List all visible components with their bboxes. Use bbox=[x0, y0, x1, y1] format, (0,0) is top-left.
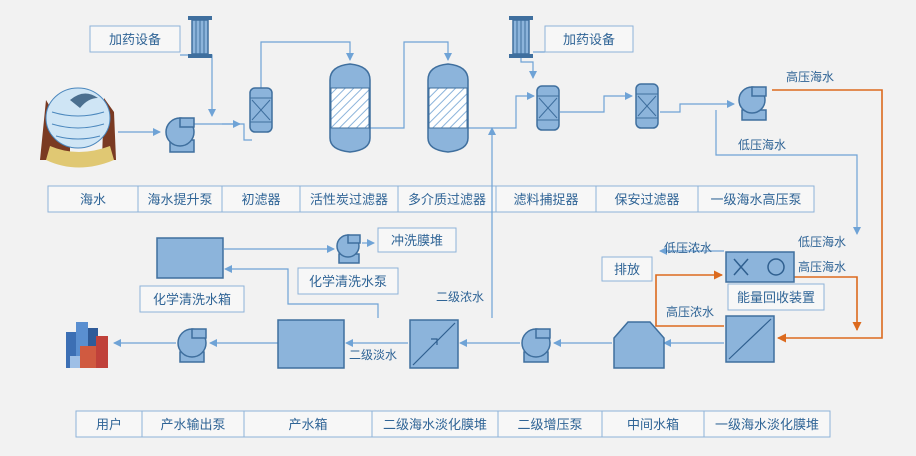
hp-pump-icon bbox=[738, 86, 767, 121]
label-activated-carbon-filter: 活性炭过滤器 bbox=[299, 185, 399, 213]
dosing-unit-2-label: 加药设备 bbox=[544, 25, 634, 53]
label-multimedia-filter: 多介质过滤器 bbox=[397, 185, 497, 213]
seawater-icon bbox=[40, 87, 116, 168]
svg-text:加药设备: 加药设备 bbox=[109, 32, 161, 48]
svg-text:海水: 海水 bbox=[80, 193, 106, 208]
label-stage2-booster: 二级增压泵 bbox=[497, 410, 603, 438]
top-label-row: 海水 海水提升泵 初滤器 活性炭过滤器 多介质过滤器 滤料捕捉器 保安过滤器 一… bbox=[47, 185, 815, 213]
security-filter-icon bbox=[635, 83, 659, 129]
lp-seawater-label: 低压海水 bbox=[738, 137, 786, 152]
chem-cleaning-pump-icon bbox=[336, 234, 361, 264]
svg-text:海水提升泵: 海水提升泵 bbox=[147, 192, 212, 208]
intermediate-tank-icon bbox=[613, 321, 665, 369]
svg-text:二级海水淡化膜堆: 二级海水淡化膜堆 bbox=[383, 418, 487, 433]
product-tank-icon bbox=[277, 319, 345, 369]
dosing-unit-1-label: 加药设备 bbox=[89, 25, 181, 53]
svg-text:能量回收装置: 能量回收装置 bbox=[737, 291, 815, 306]
svg-text:二级浓水: 二级浓水 bbox=[436, 290, 484, 304]
seawater-lift-pump-icon bbox=[165, 117, 195, 153]
prefilter-icon bbox=[249, 87, 273, 133]
flush-stack-label: 冲洗膜堆 bbox=[377, 227, 457, 253]
product-output-pump-icon bbox=[177, 328, 207, 363]
lp-brine-label: 低压浓水 bbox=[664, 241, 712, 255]
label-seawater-lift-pump: 海水提升泵 bbox=[137, 185, 223, 213]
chem-cleaning-tank-label: 化学清洗水箱 bbox=[139, 285, 245, 313]
svg-text:产水输出泵: 产水输出泵 bbox=[160, 417, 225, 433]
dosing-unit-2-icon bbox=[509, 16, 533, 58]
label-user: 用户 bbox=[75, 410, 143, 438]
label-seawater: 海水 bbox=[47, 185, 139, 213]
svg-text:高压海水: 高压海水 bbox=[786, 69, 834, 84]
hp-seawater-2-label: 高压海水 bbox=[798, 259, 846, 274]
energy-recovery-icon bbox=[725, 251, 795, 283]
svg-text:产水箱: 产水箱 bbox=[288, 417, 327, 433]
stage2-fresh-label: 二级淡水 bbox=[349, 348, 397, 362]
label-stage1-membrane: 一级海水淡化膜堆 bbox=[703, 410, 831, 438]
svg-text:高压浓水: 高压浓水 bbox=[666, 304, 714, 319]
svg-text:冲洗膜堆: 冲洗膜堆 bbox=[391, 234, 443, 249]
svg-text:低压海水: 低压海水 bbox=[738, 137, 786, 152]
activated-carbon-filter-icon bbox=[329, 63, 371, 153]
bottom-label-row: 用户 产水输出泵 产水箱 二级海水淡化膜堆 二级增压泵 中间水箱 一级海水淡化膜… bbox=[75, 410, 831, 438]
svg-text:低压浓水: 低压浓水 bbox=[664, 241, 712, 255]
label-intermediate-tank: 中间水箱 bbox=[601, 410, 705, 438]
svg-text:低压海水: 低压海水 bbox=[798, 234, 846, 249]
svg-text:加药设备: 加药设备 bbox=[563, 32, 615, 48]
hp-seawater-label: 高压海水 bbox=[786, 69, 834, 84]
label-security-filter: 保安过滤器 bbox=[595, 185, 699, 213]
label-product-tank: 产水箱 bbox=[243, 410, 373, 438]
stage2-brine-label: 二级浓水 bbox=[436, 290, 484, 304]
label-media-trap: 滤料捕捉器 bbox=[495, 185, 597, 213]
multimedia-filter-icon bbox=[427, 63, 469, 153]
stage1-membrane-icon bbox=[725, 315, 775, 363]
user-city-icon bbox=[66, 322, 108, 368]
svg-text:二级淡水: 二级淡水 bbox=[349, 348, 397, 362]
label-prefilter: 初滤器 bbox=[221, 185, 301, 213]
hp-brine-label: 高压浓水 bbox=[666, 304, 714, 319]
svg-text:排放: 排放 bbox=[614, 263, 640, 278]
discharge-label: 排放 bbox=[601, 256, 653, 282]
label-product-output-pump: 产水输出泵 bbox=[141, 410, 245, 438]
svg-text:一级海水高压泵: 一级海水高压泵 bbox=[710, 192, 801, 208]
chem-cleaning-tank-icon bbox=[156, 237, 224, 279]
svg-text:初滤器: 初滤器 bbox=[241, 193, 280, 208]
svg-text:一级海水淡化膜堆: 一级海水淡化膜堆 bbox=[715, 418, 819, 433]
label-hp-pump: 一级海水高压泵 bbox=[697, 185, 815, 213]
svg-text:滤料捕捉器: 滤料捕捉器 bbox=[513, 192, 578, 208]
energy-recovery-label: 能量回收装置 bbox=[727, 283, 825, 311]
svg-text:化学清洗水箱: 化学清洗水箱 bbox=[153, 292, 231, 308]
stage2-membrane-icon bbox=[409, 319, 459, 369]
lp-seawater-2-label: 低压海水 bbox=[798, 234, 846, 249]
svg-text:多介质过滤器: 多介质过滤器 bbox=[408, 192, 486, 208]
svg-text:化学清洗水泵: 化学清洗水泵 bbox=[309, 274, 387, 290]
svg-text:中间水箱: 中间水箱 bbox=[627, 417, 679, 433]
svg-text:高压海水: 高压海水 bbox=[798, 259, 846, 274]
svg-text:活性炭过滤器: 活性炭过滤器 bbox=[310, 193, 388, 208]
label-stage2-membrane: 二级海水淡化膜堆 bbox=[371, 410, 499, 438]
svg-text:二级增压泵: 二级增压泵 bbox=[517, 418, 582, 433]
dosing-unit-1-icon bbox=[188, 16, 212, 58]
brine-pipes bbox=[655, 89, 883, 343]
stage2-booster-pump-icon bbox=[521, 328, 551, 363]
media-trap-icon bbox=[536, 85, 560, 131]
chem-cleaning-pump-label: 化学清洗水泵 bbox=[297, 267, 399, 295]
svg-text:用户: 用户 bbox=[96, 417, 122, 433]
svg-text:保安过滤器: 保安过滤器 bbox=[614, 193, 679, 208]
